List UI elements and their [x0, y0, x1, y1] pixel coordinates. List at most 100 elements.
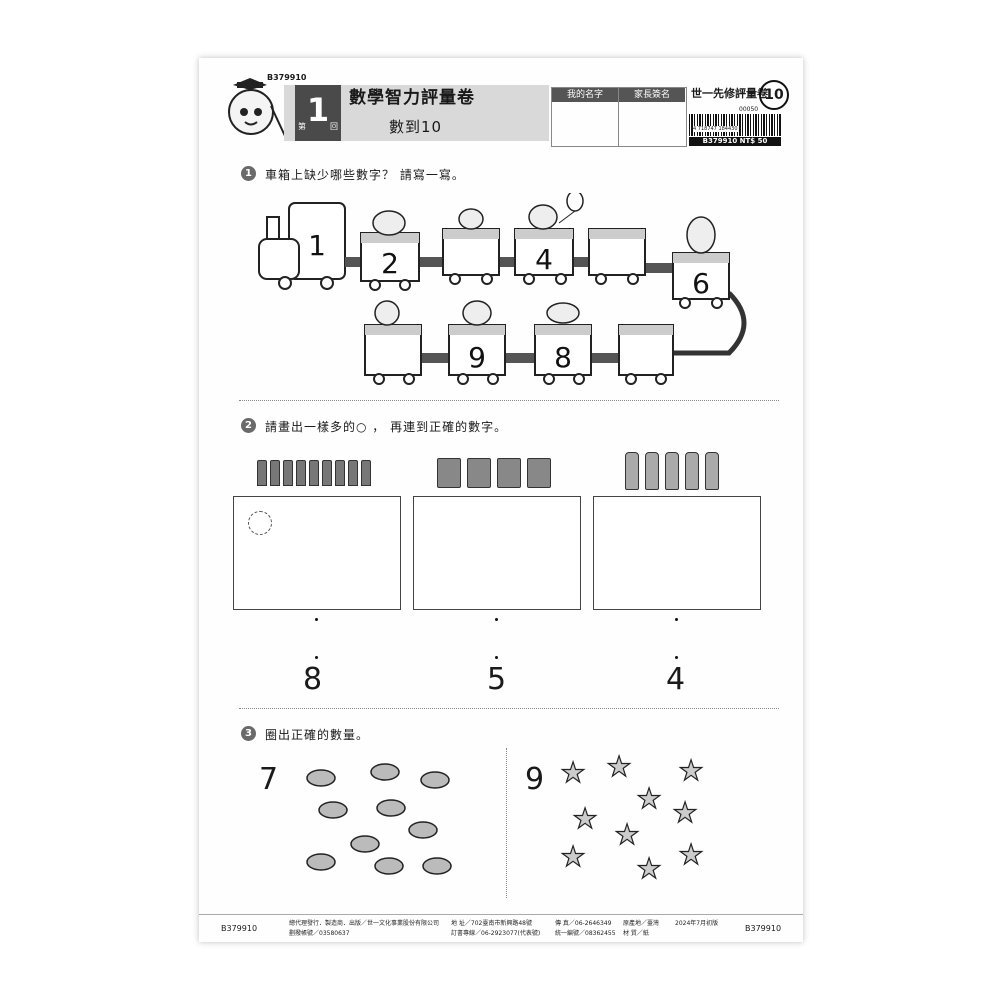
- car-number: 6: [692, 267, 710, 300]
- q3-number: 3: [241, 726, 256, 741]
- pencil-group: [257, 460, 371, 486]
- draw-box-2[interactable]: [413, 496, 581, 610]
- name-label: 我的名字: [552, 88, 618, 102]
- fish-target-number: 7: [259, 762, 279, 797]
- fish-icon: [408, 821, 438, 839]
- dashed-circle-icon: [248, 511, 272, 535]
- starfish-icon: ★: [606, 750, 631, 783]
- fish-icon: [422, 857, 452, 875]
- fish-group: [306, 763, 452, 875]
- monkey-icon: [462, 300, 492, 326]
- footer-account: 劃撥帳號／03580637: [289, 930, 350, 937]
- pencil-icon: [283, 460, 293, 486]
- footer-fax: 傳 真／06-2646349: [555, 920, 612, 927]
- bottle-icon: [705, 452, 719, 490]
- draw-box-1[interactable]: [233, 496, 401, 610]
- pencil-icon: [361, 460, 371, 486]
- car-number: 1: [308, 229, 326, 262]
- pencil-icon: [296, 460, 306, 486]
- fish-icon: [350, 835, 380, 853]
- fish-icon: [306, 853, 336, 871]
- top-code: B379910: [267, 73, 307, 82]
- page-title: 數學智力評量卷: [349, 88, 475, 108]
- tab-suffix: 回: [330, 122, 338, 131]
- bottle-icon: [665, 452, 679, 490]
- vertical-divider: [506, 748, 507, 898]
- bottle-group: [625, 452, 719, 490]
- car-number: 9: [468, 341, 486, 374]
- penguin-icon: [686, 216, 716, 254]
- star-target-number: 9: [525, 762, 545, 797]
- footer-code-right: B379910: [745, 924, 782, 933]
- connect-dot[interactable]: [315, 618, 318, 621]
- signature-table: 我的名字 家長簽名: [551, 87, 687, 147]
- worksheet-page: B379910 第 1 回 數學智力評量卷 數到10 我的名字 家長簽名 世一先…: [199, 58, 803, 942]
- footer-phone: 訂書專線／06-2923077(代表號): [451, 930, 541, 937]
- elephant-icon: [372, 210, 406, 236]
- q3-text: 圈出正確的數量。: [265, 728, 370, 742]
- tab-number: 1: [306, 91, 330, 129]
- barcode-addon: 00050: [739, 106, 759, 113]
- starfish-icon: ★: [636, 782, 661, 815]
- fish-icon: [370, 763, 400, 781]
- q2-text: 請畫出一樣多的○ ， 再連到正確的數字。: [265, 420, 508, 434]
- deer-icon: [374, 300, 400, 326]
- footer-publisher: 總代理發行．製造商．出版／世一文化事業股份有限公司: [289, 920, 440, 927]
- fish-icon: [306, 769, 336, 787]
- answer-number-1: 8: [303, 662, 323, 697]
- footer-origin: 原產地／臺灣: [623, 920, 660, 927]
- starfish-icon: ★: [678, 754, 703, 787]
- draw-box-3[interactable]: [593, 496, 761, 610]
- fish-icon: [374, 857, 404, 875]
- pencil-icon: [309, 460, 319, 486]
- car-number: 2: [381, 247, 399, 280]
- footer-uniform: 統一編號／08362455: [555, 930, 616, 937]
- footer-edition: 2024年7月初版: [675, 920, 719, 927]
- tab-prefix: 第: [298, 122, 306, 131]
- bird-icon: [546, 302, 580, 324]
- book-icon: [467, 458, 491, 488]
- footer-address: 地 址／702臺南市新興路48號: [451, 920, 532, 927]
- rabbit-icon: [458, 208, 484, 230]
- mascot-icon: [228, 78, 286, 137]
- connect-dot[interactable]: [315, 656, 318, 659]
- book-group: [437, 458, 551, 488]
- bottle-icon: [625, 452, 639, 490]
- bottle-icon: [685, 452, 699, 490]
- connect-dot[interactable]: [495, 656, 498, 659]
- fish-icon: [318, 801, 348, 819]
- pencil-icon: [257, 460, 267, 486]
- starfish-icon: ★: [572, 802, 597, 835]
- starfish-icon: ★: [560, 840, 585, 873]
- divider: [239, 400, 779, 401]
- starfish-icon: ★: [560, 756, 585, 789]
- barcode-digits: 4 718747 184430: [693, 126, 738, 132]
- bear-icon: [528, 204, 558, 230]
- footer-rule: [199, 914, 803, 915]
- q1-number: 1: [241, 166, 256, 181]
- book-icon: [527, 458, 551, 488]
- series-label: 世一先修評量卷: [691, 87, 768, 100]
- starfish-icon: ★: [614, 818, 639, 851]
- session-tab: 第 1 回: [295, 85, 341, 141]
- connect-dot[interactable]: [495, 618, 498, 621]
- pencil-icon: [348, 460, 358, 486]
- fish-icon: [420, 771, 450, 789]
- answer-number-2: 5: [487, 662, 507, 697]
- footer-material: 材 質／紙: [623, 930, 649, 937]
- starfish-icon: ★: [672, 796, 697, 829]
- book-icon: [437, 458, 461, 488]
- starfish-group: ★ ★ ★ ★ ★ ★ ★ ★ ★ ★: [560, 749, 704, 885]
- connect-dot[interactable]: [675, 618, 678, 621]
- barcode-icon: [689, 114, 781, 136]
- train-illustration: 1 2 4 6 9 8: [258, 193, 747, 385]
- q2-number: 2: [241, 418, 256, 433]
- q1-text: 車箱上缺少哪些數字？ 請寫一寫。: [265, 168, 465, 182]
- bottle-icon: [645, 452, 659, 490]
- divider: [239, 708, 779, 709]
- car-number: 8: [554, 341, 572, 374]
- fish-icon: [376, 799, 406, 817]
- connect-dot[interactable]: [675, 656, 678, 659]
- car-number: 4: [535, 243, 553, 276]
- balloon-icon: [566, 193, 584, 212]
